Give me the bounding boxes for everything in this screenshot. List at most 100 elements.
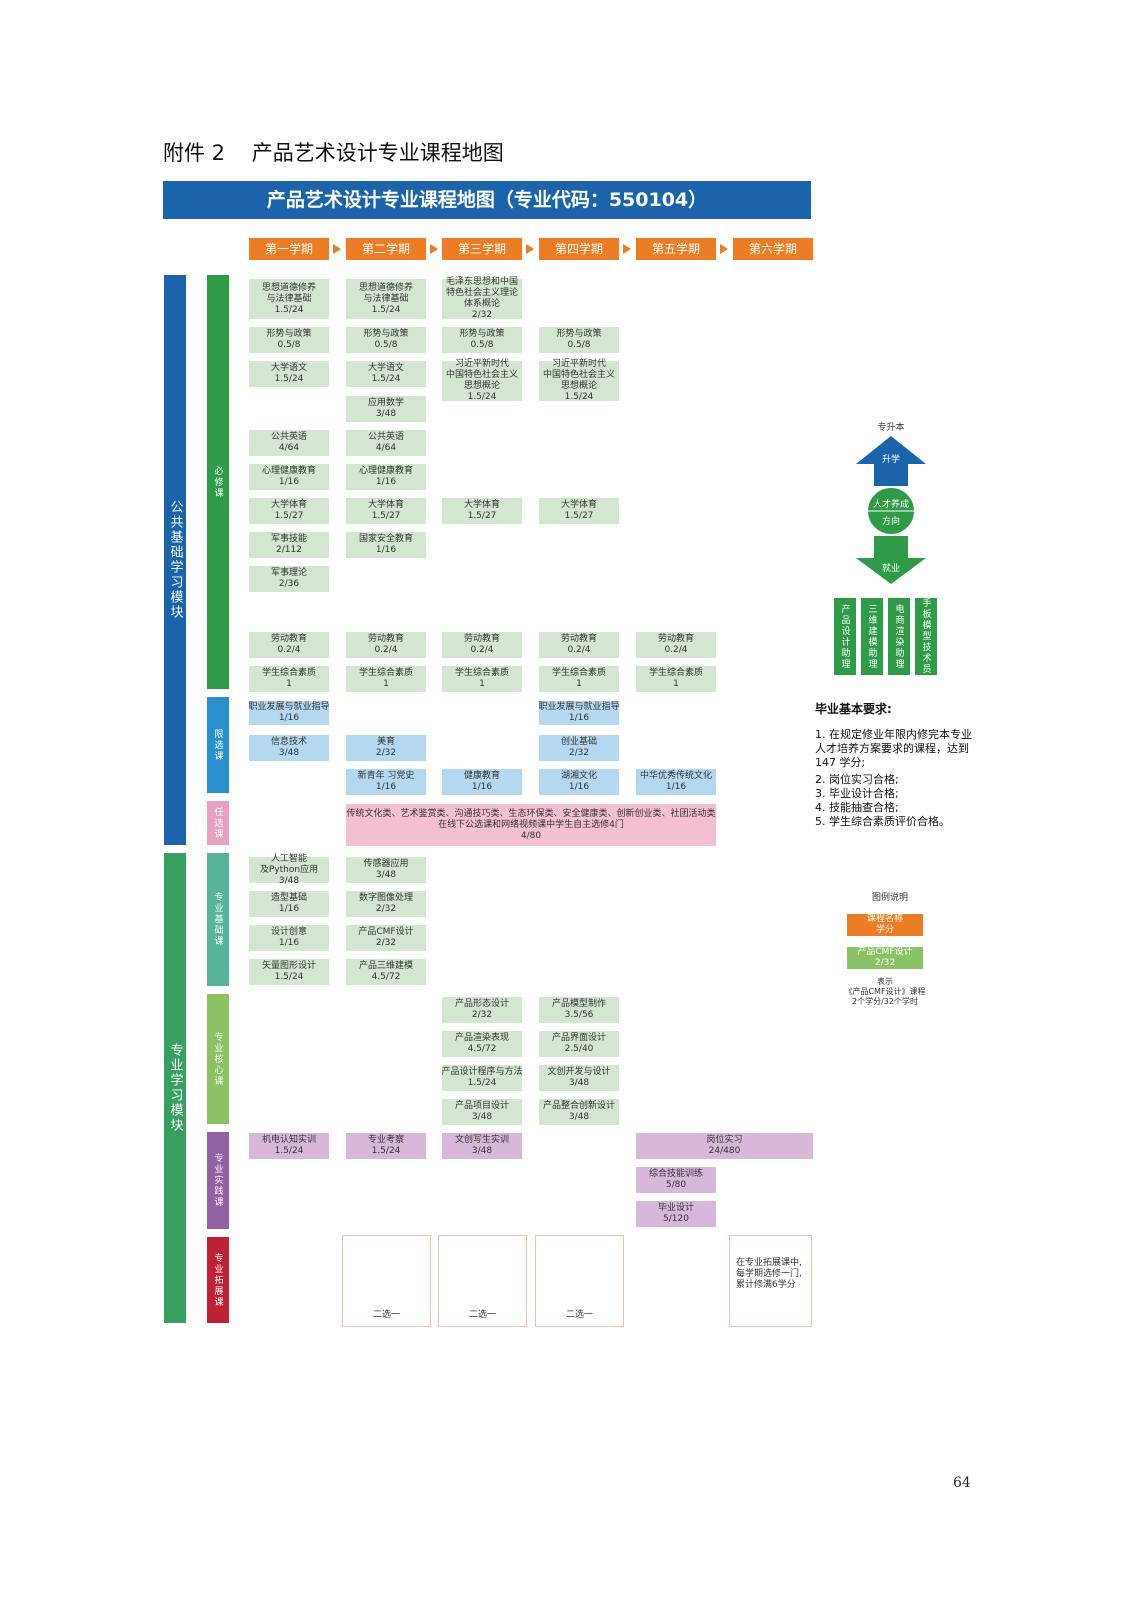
page-number: 64 xyxy=(953,1475,971,1491)
legend-desc-line-3: 2个学分/32个学时 xyxy=(852,997,918,1006)
course-b1-2-line-1: 传感器应用 xyxy=(363,859,409,869)
course-p3-1-line-1: 毕业设计 xyxy=(657,1203,694,1213)
course-b1-1-line-1: 人工智能 xyxy=(270,853,307,864)
course-map-banner: 产品艺术设计专业课程地图（专业代码：550104） xyxy=(163,181,811,219)
course-r10-1-line-1: 劳动教育 xyxy=(270,634,307,644)
category-elective: 任选课 xyxy=(207,801,229,845)
course-b2-2-line-1: 数字图像处理 xyxy=(358,893,413,903)
course-c2-1-line-2: 4.5/72 xyxy=(467,1044,497,1054)
job-label-3: 电商渲染助理 xyxy=(893,603,904,670)
course-r11-5-line-2: 1 xyxy=(673,679,679,689)
course-r4-1-line-2: 3/48 xyxy=(375,409,397,419)
course-l3-4-line-1: 中华优秀传统文化 xyxy=(639,771,712,781)
course-r7-2-line-2: 1.5/27 xyxy=(371,511,401,521)
legend-sample-top-line-2: 学分 xyxy=(875,925,894,935)
course-r7-4-line-1: 大学体育 xyxy=(560,500,597,510)
course-r4-1-line-1: 应用数学 xyxy=(367,398,404,408)
category-prof-core-label: 专业核心课 xyxy=(212,1031,223,1087)
course-p1-1-line-1: 机电认知实训 xyxy=(261,1135,316,1145)
course-l3-4-line-2: 1/16 xyxy=(665,782,687,792)
course-r10-5-line-2: 0.2/4 xyxy=(664,645,688,655)
course-l2-2-line-2: 2/32 xyxy=(375,748,397,758)
course-c3-1-line-2: 1.5/24 xyxy=(467,1078,497,1088)
category-prof-practice: 专业实践课 xyxy=(207,1132,229,1229)
course-r2-3-line-1: 形势与政策 xyxy=(459,329,505,339)
category-required-label: 必修课 xyxy=(212,465,223,499)
semester-4: 第四学期 xyxy=(539,238,619,260)
course-l3-2-line-1: 健康教育 xyxy=(463,771,500,781)
course-r10-2-line-2: 0.2/4 xyxy=(374,645,398,655)
further-study-arrow-icon xyxy=(856,436,926,486)
course-r1-3-line-2: 特色社会主义理论 xyxy=(445,288,518,298)
course-e1: 传统文化类、艺术鉴赏类、沟通技巧类、生态环保类、安全健康类、创新创业类、社团活动… xyxy=(346,804,716,846)
legend-desc-line-2: 《产品CMF设计》课程 xyxy=(844,987,926,996)
course-b3-1-line-2: 1/16 xyxy=(278,938,300,948)
category-prof-core: 专业核心课 xyxy=(207,994,229,1124)
course-b2-2-line-2: 2/32 xyxy=(375,904,397,914)
extension-note-line-3: 累计修满6学分 xyxy=(736,1280,796,1290)
professional-module-label: 专业学习模块 xyxy=(167,1043,183,1133)
course-b1-1-line-2: 及Python应用 xyxy=(259,864,319,875)
course-r11-1-line-2: 1 xyxy=(286,679,292,689)
course-r1-2-line-2: 与法律基础 xyxy=(363,293,409,304)
extension-group-sem3 xyxy=(438,1235,527,1327)
category-required: 必修课 xyxy=(207,275,229,689)
course-r7-1-line-2: 1.5/27 xyxy=(274,511,304,521)
course-b1-1-line-3: 3/48 xyxy=(278,875,300,886)
course-r3-4-line-2: 中国特色社会主义 xyxy=(542,370,615,380)
course-b4-1-line-1: 矢量图形设计 xyxy=(261,961,316,971)
course-r9-1-line-2: 2/36 xyxy=(278,579,300,589)
public-module-bar: 公共基础学习模块 xyxy=(164,275,186,845)
course-b4-2-line-1: 产品三维建模 xyxy=(358,961,413,971)
course-l2-3-line-1: 创业基础 xyxy=(560,737,597,747)
course-r6-2-line-2: 1/16 xyxy=(375,477,397,487)
course-r7-1-line-1: 大学体育 xyxy=(270,500,307,510)
legend-sample-bottom: 产品CMF设计 2/32 xyxy=(847,947,923,969)
course-r10-2-line-1: 劳动教育 xyxy=(367,634,404,644)
employment-arrow-icon xyxy=(856,536,926,584)
course-b4-1-line-2: 1.5/24 xyxy=(274,972,304,982)
legend-desc-line-1: 表示 xyxy=(877,977,893,986)
course-b2-1-line-1: 造型基础 xyxy=(270,893,307,903)
job-3d-modeling-assistant: 三维建模助理 xyxy=(861,598,883,675)
legend-title: 图例说明 xyxy=(871,893,908,903)
course-p1-4-line-1: 岗位实习 xyxy=(706,1135,743,1145)
course-r3-4-line-3: 思想概论 xyxy=(560,381,597,391)
category-limited: 限选课 xyxy=(207,697,229,793)
course-c1-2-line-2: 3.5/56 xyxy=(564,1010,594,1020)
extension-note-line-1: 在专业拓展课中, xyxy=(736,1258,802,1268)
legend-description: 表示 《产品CMF设计》课程 2个学分/32个学时 xyxy=(830,977,940,1007)
course-r3-3-line-1: 习近平新时代 xyxy=(454,359,509,369)
category-prof-basic-label: 专业基础课 xyxy=(212,892,223,947)
course-r3-3-line-4: 1.5/24 xyxy=(467,392,497,402)
course-b4-2-line-2: 4.5/72 xyxy=(371,972,401,982)
course-r11-2-line-1: 学生综合素质 xyxy=(358,668,413,678)
course-c2-2-line-2: 2.5/40 xyxy=(564,1044,594,1054)
course-r7-2-line-1: 大学体育 xyxy=(367,500,404,510)
course-r1-3-line-1: 毛泽东思想和中国 xyxy=(445,277,518,287)
job-product-design-assistant: 产品设计助理 xyxy=(834,598,856,675)
